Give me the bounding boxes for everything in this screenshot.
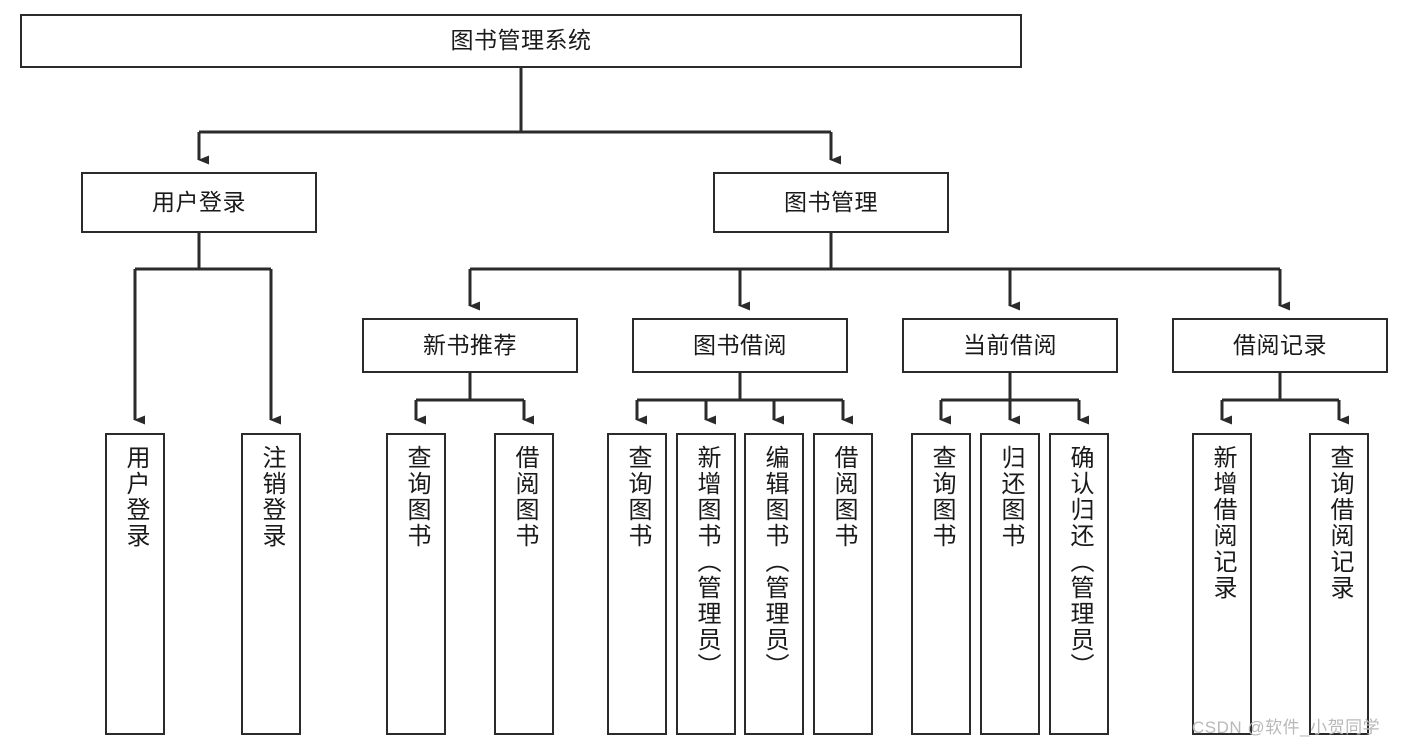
node-leaf-add-book-admin[interactable]: 新增图书（管理员） [676, 433, 736, 735]
node-label: 编辑图书（管理员） [761, 445, 788, 679]
node-leaf-user-login[interactable]: 用户登录 [105, 433, 165, 735]
node-new-book-recommend[interactable]: 新书推荐 [362, 318, 578, 373]
node-label: 借阅图书 [511, 445, 538, 549]
node-label: 查询图书 [928, 445, 955, 549]
node-label: 新增图书（管理员） [693, 445, 720, 679]
node-leaf-query-book-1[interactable]: 查询图书 [386, 433, 446, 735]
node-label: 借阅记录 [1233, 331, 1327, 358]
node-label: 新书推荐 [423, 331, 517, 358]
node-label: 当前借阅 [963, 331, 1057, 358]
node-leaf-borrow-book-1[interactable]: 借阅图书 [494, 433, 554, 735]
node-leaf-logout-login[interactable]: 注销登录 [241, 433, 301, 735]
node-label: 查询图书 [403, 445, 430, 549]
node-current-borrow[interactable]: 当前借阅 [902, 318, 1118, 373]
node-label: 图书借阅 [693, 331, 787, 358]
node-label: 查询图书 [624, 445, 651, 549]
node-label: 用户登录 [122, 445, 149, 549]
node-label: 用户登录 [152, 188, 246, 215]
node-user-login[interactable]: 用户登录 [81, 172, 317, 233]
node-leaf-confirm-return-admin[interactable]: 确认归还（管理员） [1049, 433, 1109, 735]
node-leaf-borrow-book-2[interactable]: 借阅图书 [813, 433, 873, 735]
node-label: 图书管理系统 [450, 27, 592, 54]
node-label: 查询借阅记录 [1326, 445, 1353, 601]
node-label: 图书管理 [784, 188, 878, 215]
node-leaf-add-borrow-record[interactable]: 新增借阅记录 [1192, 433, 1252, 735]
watermark-text: CSDN @软件_小贺同学 [1192, 718, 1381, 737]
node-leaf-query-borrow-record[interactable]: 查询借阅记录 [1309, 433, 1369, 735]
node-root-title[interactable]: 图书管理系统 [20, 14, 1022, 68]
node-label: 归还图书 [997, 445, 1024, 549]
node-label: 新增借阅记录 [1209, 445, 1236, 601]
node-borrow-record[interactable]: 借阅记录 [1172, 318, 1388, 373]
node-label: 确认归还（管理员） [1066, 445, 1093, 679]
node-label: 注销登录 [258, 445, 285, 549]
node-book-management[interactable]: 图书管理 [713, 172, 949, 233]
node-book-borrow[interactable]: 图书借阅 [632, 318, 848, 373]
node-leaf-query-book-2[interactable]: 查询图书 [607, 433, 667, 735]
node-label: 借阅图书 [830, 445, 857, 549]
node-leaf-return-book[interactable]: 归还图书 [980, 433, 1040, 735]
node-leaf-edit-book-admin[interactable]: 编辑图书（管理员） [744, 433, 804, 735]
node-leaf-query-book-3[interactable]: 查询图书 [911, 433, 971, 735]
